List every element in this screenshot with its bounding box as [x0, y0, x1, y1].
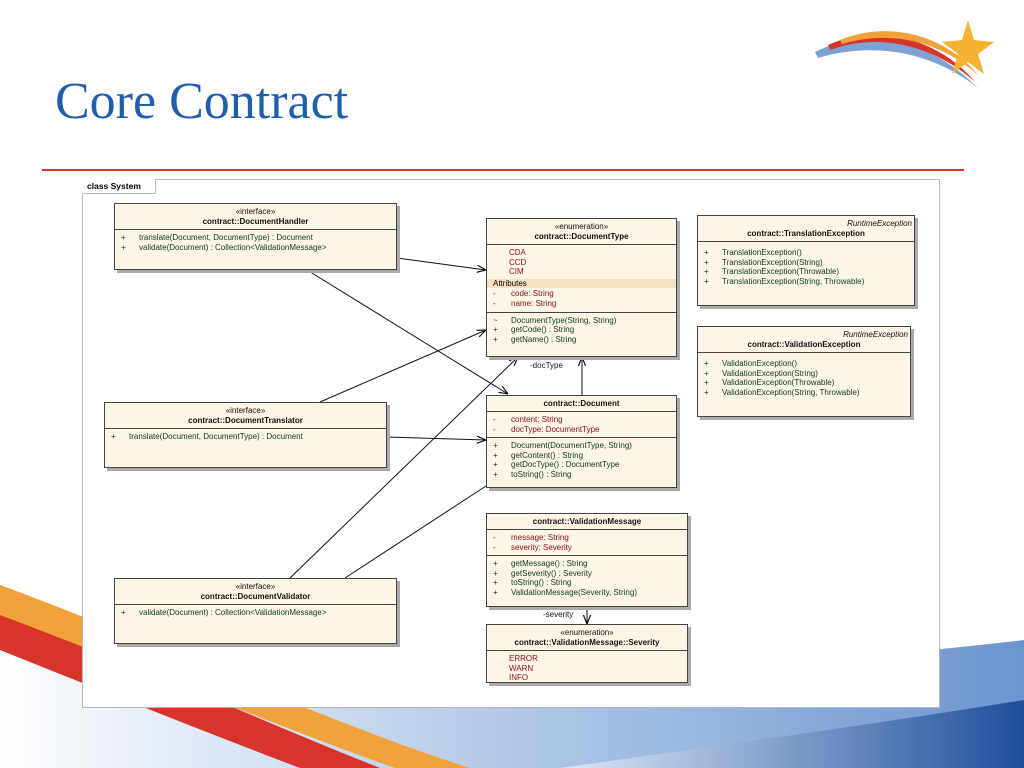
stereotype-label: «interface» [225, 406, 266, 415]
class-name: contract::ValidationMessage::Severity [514, 638, 660, 647]
operation: toString() : String [511, 469, 572, 479]
operation: ValidationException() [722, 359, 798, 368]
class-name: contract::DocumentHandler [202, 217, 309, 226]
class-name: contract::TranslationException [747, 229, 865, 238]
operation: getCode() : String [511, 325, 575, 335]
enum-severity[interactable]: «enumeration» contract::ValidationMessag… [486, 624, 688, 683]
class-name: contract::DocumentValidator [200, 592, 311, 601]
diagram-frame-label: class System [82, 179, 156, 194]
operation: ValidationException(Throwable) [722, 378, 835, 388]
severity-role-label: -severity [543, 610, 574, 619]
superclass-label: RuntimeException [843, 330, 908, 339]
class-document-validator[interactable]: «interface» contract::DocumentValidator … [114, 578, 397, 644]
enum-literal: CIM [509, 267, 524, 277]
enum-literal: CDA [509, 248, 526, 257]
top-blue-arc [815, 38, 978, 88]
class-name: contract::DocumentType [534, 232, 629, 241]
class-name: contract::ValidationMessage [532, 517, 642, 526]
attribute: severity: Severity [511, 542, 572, 552]
operation: ValidationException(String, Throwable) [722, 387, 860, 397]
class-translation-exception[interactable]: RuntimeException contract::TranslationEx… [697, 215, 915, 306]
operation: TranslationException() [722, 248, 802, 257]
attribute: docType: DocumentType [511, 424, 600, 434]
operation: getContent() : String [511, 450, 584, 460]
top-orange-arc [840, 31, 978, 76]
translator-to-document-link [385, 437, 486, 440]
superclass-label: RuntimeException [847, 219, 912, 228]
operation: translate(Document, DocumentType) : Docu… [139, 233, 313, 242]
validator-to-doctype-link [289, 357, 518, 579]
attribute: content: String [511, 415, 563, 424]
attribute: name: String [511, 298, 557, 308]
doctype-role-label: -docType [530, 361, 563, 370]
enum-document-type[interactable]: «enumeration» contract::DocumentType CDA… [486, 218, 677, 357]
enum-literal: CCD [509, 257, 527, 267]
translator-to-doctype-link [319, 330, 486, 403]
stereotype-label: «interface» [235, 207, 276, 216]
operation: Document(DocumentType, String) [511, 441, 632, 451]
class-name: contract::DocumentTranslator [188, 416, 303, 425]
operation: validate(Document) : Collection<Validati… [139, 242, 327, 252]
operation: TranslationException(Throwable) [722, 267, 840, 277]
class-name: contract::ValidationException [747, 340, 861, 349]
operation: getName() : String [511, 334, 577, 344]
operation: TranslationException(String, Throwable) [722, 276, 865, 286]
attributes-heading: Attributes [487, 278, 676, 289]
enum-literal: INFO [509, 673, 529, 683]
star-icon [942, 20, 994, 74]
stereotype-label: «enumeration» [554, 222, 609, 231]
attribute: message: String [511, 533, 569, 542]
class-document-translator[interactable]: «interface» contract::DocumentTranslator… [104, 402, 387, 468]
bottom-dark-blue-swoosh [560, 700, 1024, 768]
title-divider [42, 169, 964, 171]
enum-literal: WARN [509, 663, 534, 673]
attribute: code: String [511, 289, 554, 299]
stereotype-label: «enumeration» [560, 628, 614, 637]
operation: ValidationException(String) [722, 368, 818, 378]
handler-to-document-link [306, 269, 508, 394]
operation: getDocType() : DocumentType [511, 460, 620, 470]
slide-title: Core Contract [55, 73, 349, 130]
enum-literal: ERROR [509, 654, 538, 663]
operation: getSeverity() : Severity [511, 568, 592, 578]
class-validation-message[interactable]: contract::ValidationMessage -message: St… [486, 513, 688, 607]
bottom-orange-swoosh [0, 585, 470, 768]
stereotype-label: «interface» [235, 582, 276, 591]
operation: translate(Document, DocumentType) : Docu… [129, 432, 303, 441]
validator-to-document-link [344, 485, 487, 579]
class-validation-exception[interactable]: RuntimeException contract::ValidationExc… [697, 326, 911, 417]
operation: TranslationException(String) [722, 257, 823, 267]
operation: validate(Document) : Collection<Validati… [139, 608, 327, 617]
operation: ValidationMessage(Severity, String) [511, 587, 637, 597]
class-document[interactable]: contract::Document -content: String -doc… [486, 395, 677, 488]
operation: toString() : String [511, 578, 572, 588]
operation: DocumentType(String, String) [511, 315, 617, 325]
operation: getMessage() : String [511, 559, 588, 569]
handler-to-doctype-link [396, 257, 486, 270]
top-red-arc [828, 34, 975, 82]
class-document-handler[interactable]: «interface» contract::DocumentHandler +t… [114, 203, 397, 270]
class-name: contract::Document [543, 399, 620, 408]
